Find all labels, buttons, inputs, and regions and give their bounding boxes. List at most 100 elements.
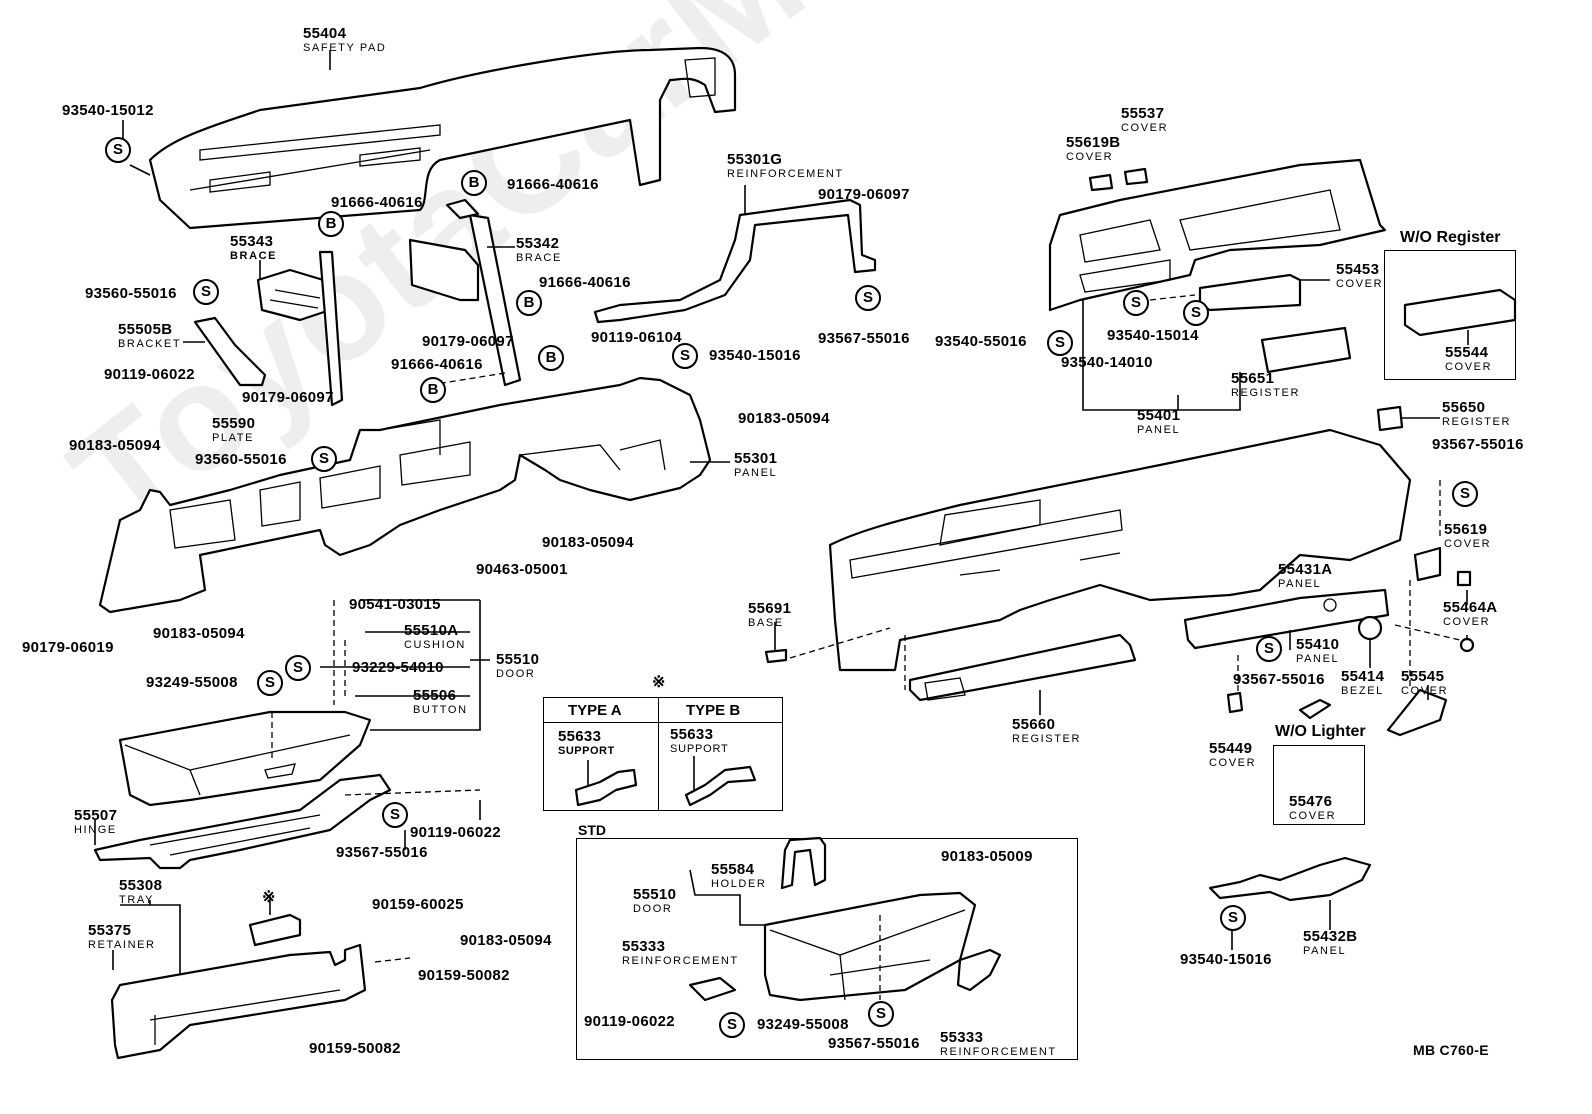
fastener-93567-55016-std[interactable]: 93567-55016 <box>828 1035 920 1052</box>
fastener-90119-06104[interactable]: 90119-06104 <box>591 329 682 346</box>
fastener-93540-15014[interactable]: 93540-15014 <box>1107 327 1199 344</box>
panel-55401-drawing <box>1048 158 1387 411</box>
fastener-93567-55016-right[interactable]: 93567-55016 <box>1432 436 1524 453</box>
fastener-93540-15012[interactable]: 93540-15012 <box>62 102 154 119</box>
fastener-91666-40616-mid[interactable]: 91666-40616 <box>539 274 631 291</box>
fastener-90183-05009[interactable]: 90183-05009 <box>941 848 1033 865</box>
s-symbol: S <box>105 137 131 163</box>
fastener-90179-06097-mid[interactable]: 90179-06097 <box>422 333 514 350</box>
fastener-91666-40616-top[interactable]: 91666-40616 <box>507 176 599 193</box>
note-mark: ※ <box>652 674 666 691</box>
fastener-90179-06097-left[interactable]: 90179-06097 <box>242 389 334 406</box>
fastener-91666-40616-low[interactable]: 91666-40616 <box>391 356 483 373</box>
fastener-90119-06022-left[interactable]: 90119-06022 <box>104 366 195 383</box>
support-sketches <box>574 756 757 807</box>
fastener-93540-14010[interactable]: 93540-14010 <box>1061 354 1153 371</box>
s-symbol: S <box>382 802 408 828</box>
fastener-93560-55016-mid[interactable]: 93560-55016 <box>195 451 287 468</box>
fastener-93540-15016-center[interactable]: 93540-15016 <box>709 347 801 364</box>
s-symbol: S <box>311 446 337 472</box>
fastener-90119-06022-hinge[interactable]: 90119-06022 <box>410 824 501 841</box>
fastener-91666-40616-left[interactable]: 91666-40616 <box>331 194 423 211</box>
fastener-93567-55016-top[interactable]: 93567-55016 <box>818 330 910 347</box>
fastener-90183-05094-right[interactable]: 90183-05094 <box>738 410 830 427</box>
diagram-code: MB C760-E <box>1413 1042 1489 1058</box>
fastener-93560-55016-top[interactable]: 93560-55016 <box>85 285 177 302</box>
type-a-header: TYPE A <box>568 702 622 719</box>
safety-pad-drawing <box>122 46 737 230</box>
fastener-93540-55016[interactable]: 93540-55016 <box>935 333 1027 350</box>
s-symbol: S <box>868 1001 894 1027</box>
s-symbol: S <box>672 343 698 369</box>
fastener-93567-55016-panel[interactable]: 93567-55016 <box>1233 671 1325 688</box>
fastener-93229-54010[interactable]: 93229-54010 <box>352 659 444 676</box>
bracket-55505b-drawing <box>183 316 267 387</box>
note-mark-tray: ※ <box>262 889 276 906</box>
fastener-90183-05094-tray[interactable]: 90183-05094 <box>460 932 552 949</box>
fastener-90183-05094-bottom[interactable]: 90183-05094 <box>153 625 245 642</box>
b-symbol: B <box>420 377 446 403</box>
fastener-90159-50082-bottom[interactable]: 90159-50082 <box>309 1040 401 1057</box>
b-symbol: B <box>516 290 542 316</box>
fastener-93249-55008-std[interactable]: 93249-55008 <box>757 1016 849 1033</box>
s-symbol: S <box>719 1012 745 1038</box>
b-symbol: B <box>318 211 344 237</box>
fastener-90541-03015[interactable]: 90541-03015 <box>349 596 441 613</box>
fastener-90179-06097-right[interactable]: 90179-06097 <box>818 186 910 203</box>
fastener-90119-06022-std[interactable]: 90119-06022 <box>584 1013 675 1030</box>
glove-box-door-drawing <box>118 599 490 807</box>
fastener-90159-50082-right[interactable]: 90159-50082 <box>418 967 510 984</box>
fastener-90179-06019[interactable]: 90179-06019 <box>22 639 114 656</box>
fastener-93249-55008-left[interactable]: 93249-55008 <box>146 674 238 691</box>
fastener-93540-15016-bottom[interactable]: 93540-15016 <box>1180 951 1272 968</box>
fastener-90183-05094-left[interactable]: 90183-05094 <box>69 437 161 454</box>
fastener-90183-05094-center[interactable]: 90183-05094 <box>542 534 634 551</box>
s-symbol: S <box>855 285 881 311</box>
wo-lighter-box <box>1273 745 1365 825</box>
fastener-93567-55016-hinge[interactable]: 93567-55016 <box>336 844 428 861</box>
std-section-box <box>576 838 1078 1060</box>
instrument-panel-drawing <box>764 428 1412 715</box>
fastener-90159-60025[interactable]: 90159-60025 <box>372 896 464 913</box>
fastener-90463-05001[interactable]: 90463-05001 <box>476 561 568 578</box>
